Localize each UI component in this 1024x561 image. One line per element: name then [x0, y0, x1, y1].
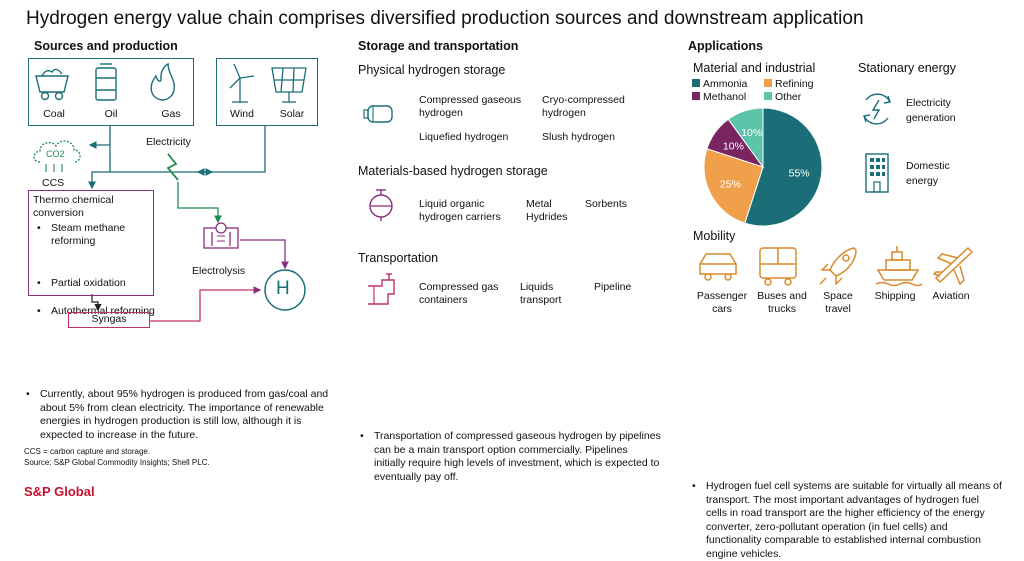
legend-item-other: Other	[764, 91, 801, 104]
materials-storage-title: Materials-based hydrogen storage	[358, 164, 548, 178]
building-icon	[865, 153, 889, 193]
pipeline-icon	[368, 273, 395, 305]
sources-heading: Sources and production	[34, 39, 178, 53]
pie-label-ammonia: 55%	[789, 168, 810, 180]
rocket-icon	[819, 247, 857, 286]
mobility-item-aviation: Aviation	[932, 290, 970, 302]
mobility-item-space: Space travel	[823, 290, 853, 315]
mobility-item-shipping: Shipping	[874, 290, 916, 302]
source-label-oil: Oil	[104, 108, 118, 120]
h-label: H	[276, 278, 290, 299]
physical-storage-title: Physical hydrogen storage	[358, 63, 506, 77]
gas-icon	[150, 62, 176, 101]
legend-item-refining: Refining	[764, 78, 814, 91]
oil-icon	[95, 63, 117, 101]
physical-item-liquefied: Liquefied hydrogen	[419, 131, 509, 143]
electrolysis-to-h-arrow	[240, 239, 289, 270]
legend-label-other: Other	[775, 91, 802, 103]
source-label-solar: Solar	[279, 108, 305, 120]
fossil-icons	[35, 62, 176, 101]
legend-swatch-methanol	[692, 92, 700, 100]
coal-icon	[35, 68, 69, 101]
renewable-sources-box	[216, 58, 318, 126]
electricity-label: Electricity	[146, 136, 191, 148]
airplane-icon	[932, 246, 974, 286]
pie-label-other: 10%	[741, 127, 762, 139]
carrier-sphere-icon	[369, 189, 393, 221]
thermo-item-autothermal: Autothermal reforming	[35, 305, 163, 318]
legend-item-ammonia: Ammonia	[692, 78, 747, 91]
electricity-bolt-icon	[166, 153, 179, 181]
page-title: Hydrogen energy value chain comprises di…	[26, 8, 864, 29]
electricity-generation-icon	[863, 93, 891, 125]
transport-item-pipeline: Pipeline	[594, 281, 632, 293]
transport-item-containers: Compressed gas containers	[419, 281, 499, 306]
legend-swatch-refining	[764, 79, 772, 87]
ccs-label: CCS	[42, 177, 65, 189]
physical-item-compressed: Compressed gaseous hydrogen	[419, 94, 522, 119]
syngas-to-h-arrow	[150, 286, 262, 322]
stationary-item-domestic: Domestic energy	[906, 160, 950, 187]
car-icon	[699, 253, 737, 281]
tank-icon	[363, 105, 393, 123]
stationary-item-electricity: Electricity generation	[906, 97, 956, 124]
wind-icon	[229, 63, 255, 103]
mobility-title: Mobility	[693, 229, 736, 243]
fossil-to-thermo-arrow	[88, 125, 111, 190]
transportation-title: Transportation	[358, 251, 439, 265]
thermo-title: Thermo chemical conversion	[33, 194, 114, 219]
solar-icon	[271, 67, 307, 103]
pie-slice-other	[727, 107, 764, 169]
renewable-to-electricity-arrow	[196, 125, 266, 176]
materials-item-sorbents: Sorbents	[585, 198, 628, 210]
thermo-item-steam: Steam methane reforming	[35, 222, 163, 248]
legend-item-methanol: Methanol	[692, 91, 746, 104]
electricity-to-electrolysis-arrow	[177, 182, 222, 224]
materials-item-hydrides: Metal Hydrides	[526, 198, 568, 223]
legend-label-methanol: Methanol	[703, 91, 747, 103]
physical-item-cryo: Cryo-compressed hydrogen	[542, 94, 625, 119]
fossil-sources-box	[28, 58, 194, 126]
electrolysis-label: Electrolysis	[192, 265, 246, 277]
legend-swatch-ammonia	[692, 79, 700, 87]
storage-bullet: Transportation of compressed gaseous hyd…	[358, 430, 662, 484]
renewable-icons	[229, 63, 307, 103]
source-label-gas: Gas	[161, 108, 181, 120]
source-label-wind: Wind	[230, 108, 254, 120]
co2-cloud-icon: CO2	[33, 140, 81, 172]
material-industrial-title: Material and industrial	[693, 61, 816, 75]
pie-label-methanol: 10%	[723, 140, 744, 152]
materials-item-lohc: Liquid organic hydrogen carriers	[419, 198, 501, 223]
legend-label-ammonia: Ammonia	[703, 78, 748, 90]
co2-text: CO2	[46, 149, 65, 159]
mobility-item-cars: Passenger cars	[696, 290, 748, 315]
footnote-source: Source: S&P Global Commodity Insights; S…	[24, 458, 210, 467]
application-pie-chart: 55% 25% 10%10%	[703, 107, 823, 227]
mobility-icons	[699, 246, 974, 287]
footnote-ccs: CCS = carbon capture and storage.	[24, 447, 151, 456]
applications-bullet: Hydrogen fuel cell systems are suitable …	[690, 480, 1002, 561]
pie-label-refining: 25%	[720, 179, 741, 191]
bus-icon	[759, 247, 797, 286]
legend-swatch-other	[764, 92, 772, 100]
stationary-energy-title: Stationary energy	[858, 61, 956, 75]
pie-legend: Ammonia Refining Methanol Other	[692, 76, 832, 106]
sources-bullet: Currently, about 95% hydrogen is produce…	[24, 388, 332, 442]
transport-item-liquids: Liquids transport	[520, 281, 562, 306]
sp-global-logo: S&P Global	[24, 484, 95, 499]
mobility-item-buses: Buses and trucks	[757, 290, 807, 315]
thermo-item-partial: Partial oxidation	[35, 277, 163, 290]
pie-slice-ammonia	[744, 107, 823, 227]
ship-icon	[875, 246, 923, 287]
legend-label-refining: Refining	[775, 78, 814, 90]
h-circle	[264, 269, 306, 311]
applications-heading: Applications	[688, 39, 764, 53]
source-label-coal: Coal	[43, 108, 65, 120]
electrolysis-icon	[203, 222, 239, 249]
physical-item-slush: Slush hydrogen	[542, 131, 615, 143]
storage-heading: Storage and transportation	[358, 39, 519, 53]
pie-slice-refining	[703, 148, 764, 224]
syngas-box: Syngas	[68, 312, 150, 328]
